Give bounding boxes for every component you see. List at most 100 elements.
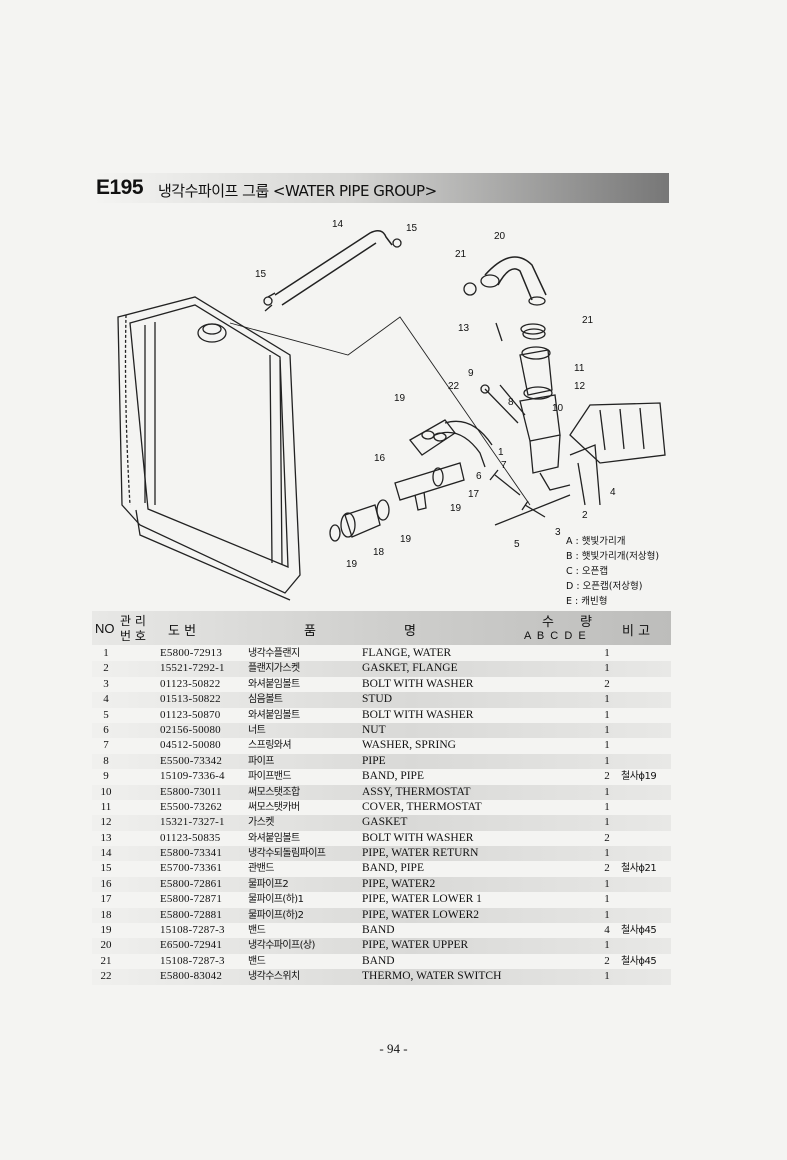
row-no: 14 (100, 847, 112, 860)
part-number: E5500-73262 (160, 800, 223, 813)
quantity: 2 (604, 677, 610, 690)
parts-diagram: 14 15 15 21 20 21 13 11 12 9 22 8 10 19 … (117, 219, 666, 601)
part-number: E5800-72861 (160, 877, 223, 890)
part-name-en: BOLT WITH WASHER (362, 831, 474, 844)
row-no: 7 (103, 739, 109, 752)
part-name-kr: 물파이프(하)1 (248, 894, 304, 906)
part-number: 15108-7287-3 (160, 924, 225, 937)
part-name-en: FLANGE, WATER (362, 647, 452, 659)
quantity: 1 (604, 877, 610, 890)
quantity: 1 (604, 816, 610, 829)
remark: 철사ϕ45 (621, 955, 657, 967)
quantity: 2 (604, 770, 610, 783)
callout: 2 (582, 510, 588, 521)
quantity: 1 (604, 893, 610, 906)
row-no: 22 (100, 970, 112, 983)
callout: 19 (394, 393, 406, 404)
part-number: E5500-73342 (160, 754, 223, 767)
section-code: E195 (96, 176, 144, 199)
part-name-kr: 와셔붙임볼트 (248, 832, 300, 844)
upper-pipe (484, 256, 547, 301)
part-name-kr: 파이프밴드 (248, 771, 292, 783)
part-name-en: BAND, PIPE (362, 770, 424, 783)
part-name-en: PIPE, WATER LOWER2 (362, 908, 480, 921)
return-pipe (274, 230, 393, 306)
part-number: 01123-50835 (160, 831, 221, 844)
radiator-cap (197, 323, 227, 343)
quantity: 1 (604, 647, 610, 659)
callout: 13 (458, 323, 470, 334)
part-name-kr: 와셔붙임볼트 (248, 678, 300, 690)
row-no: 19 (100, 924, 112, 937)
col-drawing: 도 번 (168, 624, 197, 639)
col-remark: 비 고 (622, 624, 651, 639)
title-bar (92, 173, 669, 203)
callout: 9 (468, 368, 474, 379)
col-mgmt-top: 관 리 (120, 614, 146, 628)
callout: 8 (508, 397, 514, 408)
quantity: 1 (604, 908, 610, 921)
part-number: 01123-50822 (160, 677, 221, 690)
quantity: 1 (604, 662, 610, 675)
remark: 철사ϕ19 (621, 771, 657, 783)
quantity: 1 (604, 970, 610, 983)
callout: 21 (455, 249, 467, 260)
part-name-en: BAND (362, 954, 395, 967)
part-name-kr: 스프링와셔 (248, 740, 292, 752)
callout: 22 (448, 381, 460, 392)
part-number: 15108-7287-3 (160, 954, 225, 967)
quantity: 1 (604, 693, 610, 706)
part-name-en: PIPE, WATER LOWER 1 (362, 893, 482, 906)
quantity: 1 (604, 785, 610, 798)
part-name-en: THERMO, WATER SWITCH (362, 970, 502, 983)
callout: 7 (501, 460, 507, 471)
part-name-kr: 물파이프(하)2 (248, 909, 304, 921)
part-name-kr: 밴드 (248, 925, 266, 937)
row-no: 12 (100, 816, 112, 829)
row-no: 2 (103, 662, 109, 675)
row-no: 11 (100, 800, 112, 813)
part-name-en: BOLT WITH WASHER (362, 677, 474, 690)
part-name-en: ASSY, THERMOSTAT (362, 785, 471, 798)
radiator-outline (117, 296, 301, 594)
callout: 1 (498, 447, 504, 458)
part-name-kr: 가스켓 (248, 817, 274, 829)
callout-labels: 14 15 15 21 20 21 13 11 12 9 22 8 10 19 … (255, 219, 616, 570)
part-name-en: NUT (362, 723, 386, 736)
quantity: 1 (604, 723, 610, 736)
row-no: 18 (100, 908, 112, 921)
part-number: 01513-50822 (160, 693, 221, 706)
part-name-en: PIPE (362, 754, 386, 767)
diagram-legend: A : 햇빛가리개 B : 햇빛가리개(저상형) C : 오픈캡 D : 오픈캡… (566, 534, 659, 609)
part-number: 02156-50080 (160, 723, 221, 736)
part-number: 15321-7327-1 (160, 816, 225, 829)
callout: 20 (494, 231, 506, 242)
part-number: E5800-73011 (160, 785, 222, 798)
col-qty-1: 수 (542, 615, 554, 630)
callout: 12 (574, 381, 586, 392)
row-no: 21 (100, 954, 112, 967)
quantity: 1 (604, 847, 610, 860)
part-number: E5700-73361 (160, 862, 223, 875)
row-no: 5 (103, 708, 109, 721)
row-no: 8 (103, 754, 109, 767)
part-number: E5800-73341 (160, 847, 223, 860)
quantity: 1 (604, 754, 610, 767)
col-qty-sub: A B C D E (524, 630, 586, 642)
callout: 3 (555, 527, 561, 538)
